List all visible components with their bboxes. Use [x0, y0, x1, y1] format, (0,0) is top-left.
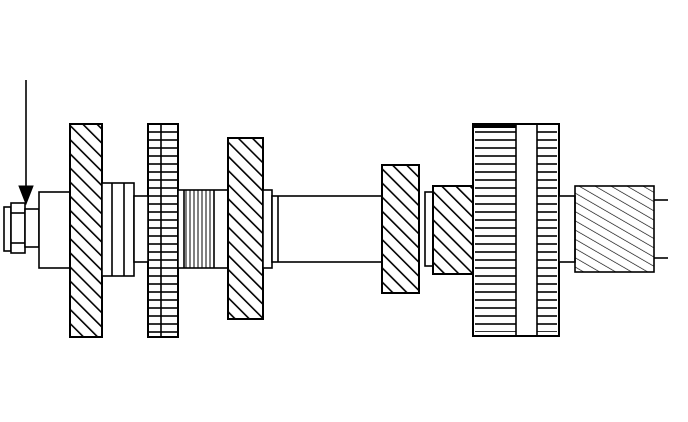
connecting-collar	[133, 195, 149, 263]
gear-2	[147, 123, 179, 338]
small-spacer	[424, 191, 434, 267]
end-nut	[3, 202, 40, 254]
spacer	[177, 189, 229, 269]
shaft-step	[262, 189, 273, 269]
gear-1	[69, 123, 103, 338]
gear-4	[381, 164, 420, 294]
sleeve-1	[101, 182, 135, 277]
output-step	[558, 195, 576, 263]
gear-3	[227, 137, 264, 320]
output-spline	[574, 185, 668, 273]
arrow	[18, 80, 34, 206]
main-shaft	[271, 195, 383, 263]
bearing-collar	[38, 191, 71, 269]
gear-5	[432, 185, 474, 275]
synchro-assembly	[472, 123, 560, 337]
